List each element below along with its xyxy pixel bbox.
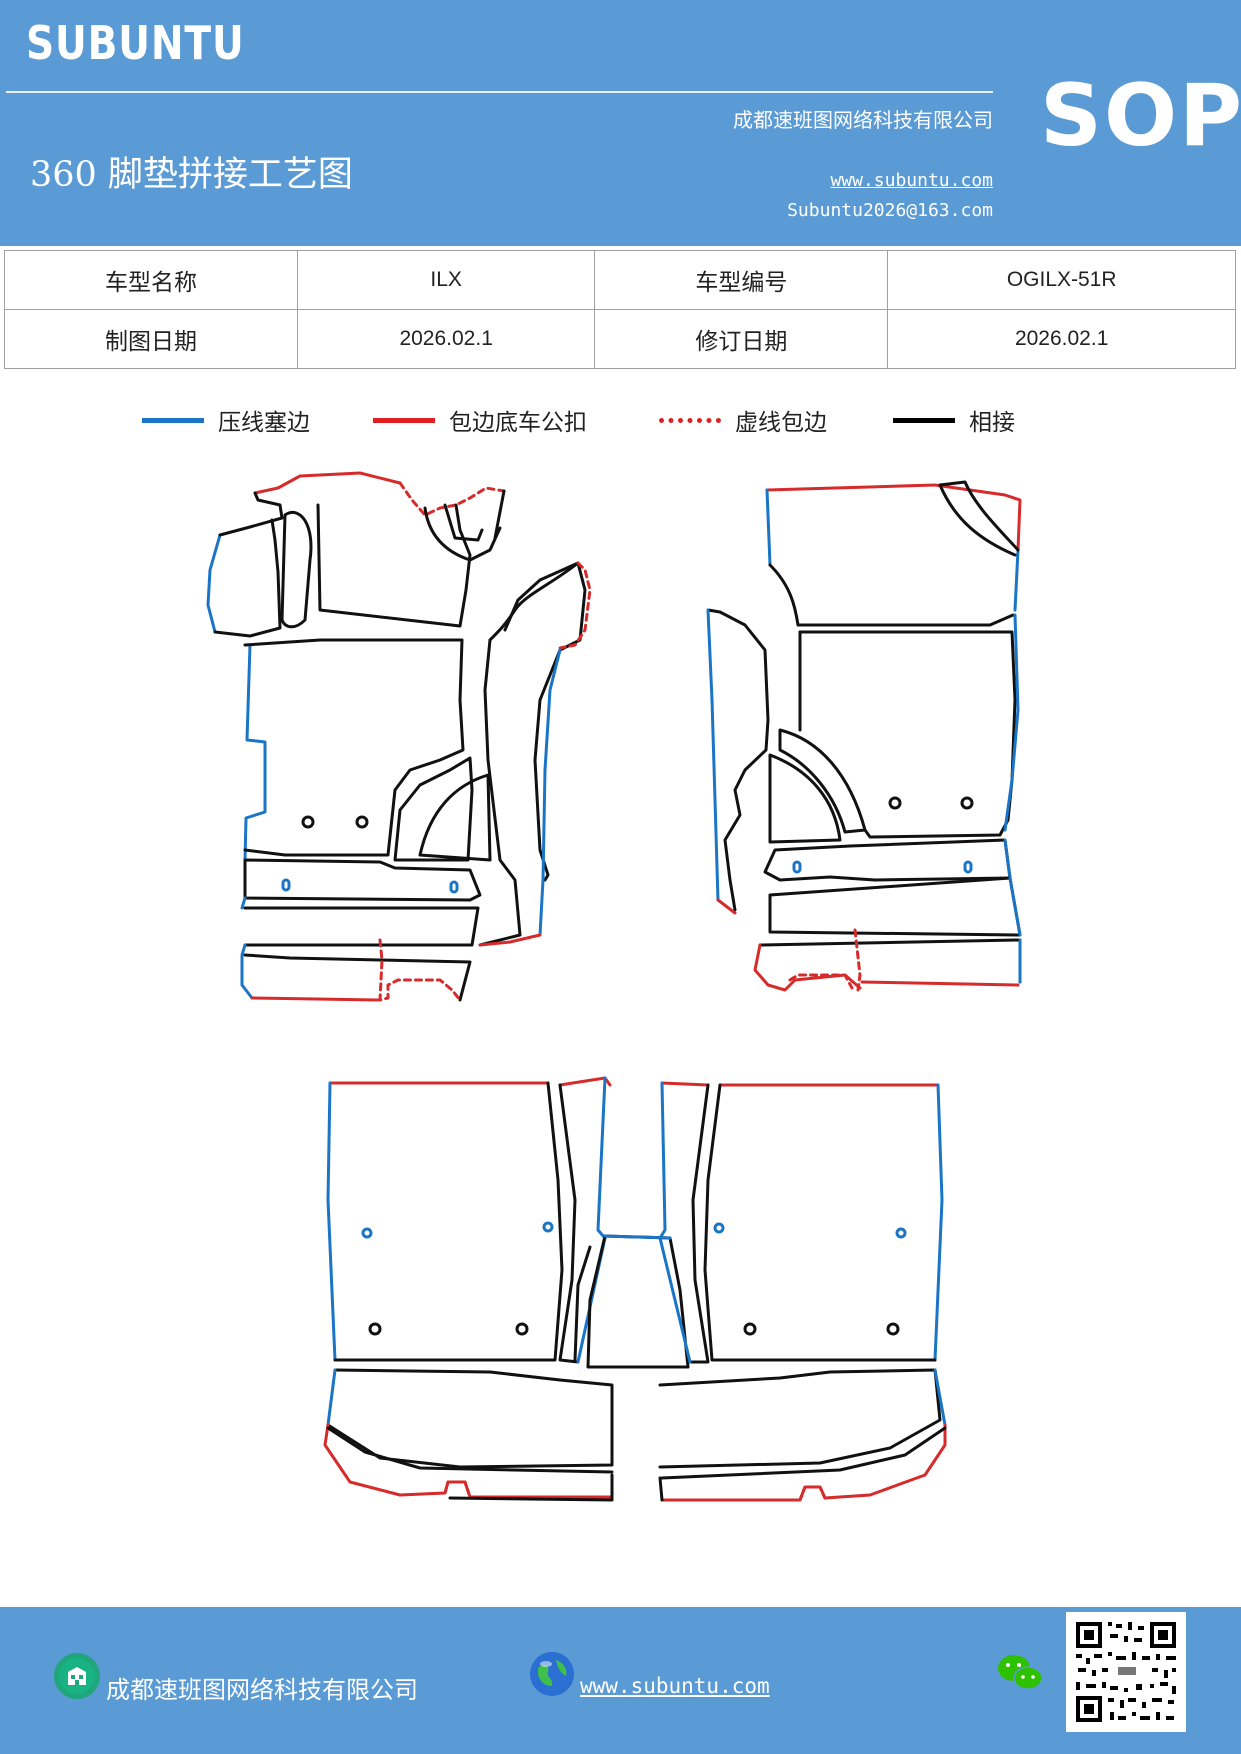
header-company: 成都速班图网络科技有限公司 <box>733 108 993 132</box>
sop-badge: SOP <box>1040 66 1241 166</box>
passenger-mat <box>706 480 1022 992</box>
globe-icon <box>530 1652 574 1696</box>
header-email: Subuntu2026@163.com <box>787 200 993 221</box>
wechat-icon <box>998 1655 1043 1690</box>
model-code-value: OGILX-51R <box>887 250 1236 310</box>
model-name-value: ILX <box>296 250 596 310</box>
header-website-link[interactable]: www.subuntu.com <box>830 170 993 191</box>
legend-item-dashed-wrap: 虚线包边 <box>659 400 827 440</box>
legend-label: 虚线包边 <box>735 410 827 436</box>
footer-company: 成都速班图网络科技有限公司 <box>106 1676 418 1704</box>
qr-code <box>1066 1612 1186 1732</box>
legend-label: 相接 <box>969 410 1015 436</box>
draw-date-value: 2026.02.1 <box>296 309 596 369</box>
table-row: 车型名称 ILX 车型编号 OGILX-51R <box>4 250 1236 310</box>
legend-swatch-black <box>893 417 955 423</box>
info-table: 车型名称 ILX 车型编号 OGILX-51R 制图日期 2026.02.1 修… <box>4 250 1236 369</box>
header-banner: SUBUNTU SOP 成都速班图网络科技有限公司 360 脚垫拼接工艺图 ww… <box>0 0 1241 246</box>
building-icon <box>54 1653 100 1699</box>
draw-date-label: 制图日期 <box>4 309 298 369</box>
driver-mat <box>206 471 592 1002</box>
model-name-label: 车型名称 <box>4 250 298 310</box>
legend-item-press-line: 压线塞边 <box>142 400 310 440</box>
model-code-label: 车型编号 <box>594 250 889 310</box>
brand-logo: SUBUNTU <box>26 16 245 70</box>
footer-website-link[interactable]: www.subuntu.com <box>580 1674 770 1698</box>
legend-swatch-red <box>373 417 435 423</box>
revision-date-label: 修订日期 <box>594 309 889 369</box>
legend-swatch-blue <box>142 417 204 423</box>
legend-label: 压线塞边 <box>218 410 310 436</box>
floor-mat-diagram <box>206 471 1022 1502</box>
table-row: 制图日期 2026.02.1 修订日期 2026.02.1 <box>4 309 1236 369</box>
legend-label: 包边底车公扣 <box>449 410 587 436</box>
legend-item-joint: 相接 <box>893 400 1015 440</box>
legend-item-wrap-edge: 包边底车公扣 <box>373 400 587 440</box>
revision-date-value: 2026.02.1 <box>887 309 1236 369</box>
rear-left-mat <box>323 1076 690 1502</box>
page-title: 360 脚垫拼接工艺图 <box>30 155 353 195</box>
rear-right-mat <box>658 1081 947 1502</box>
legend-swatch-red-dashed <box>659 417 721 423</box>
header-divider <box>6 91 993 93</box>
